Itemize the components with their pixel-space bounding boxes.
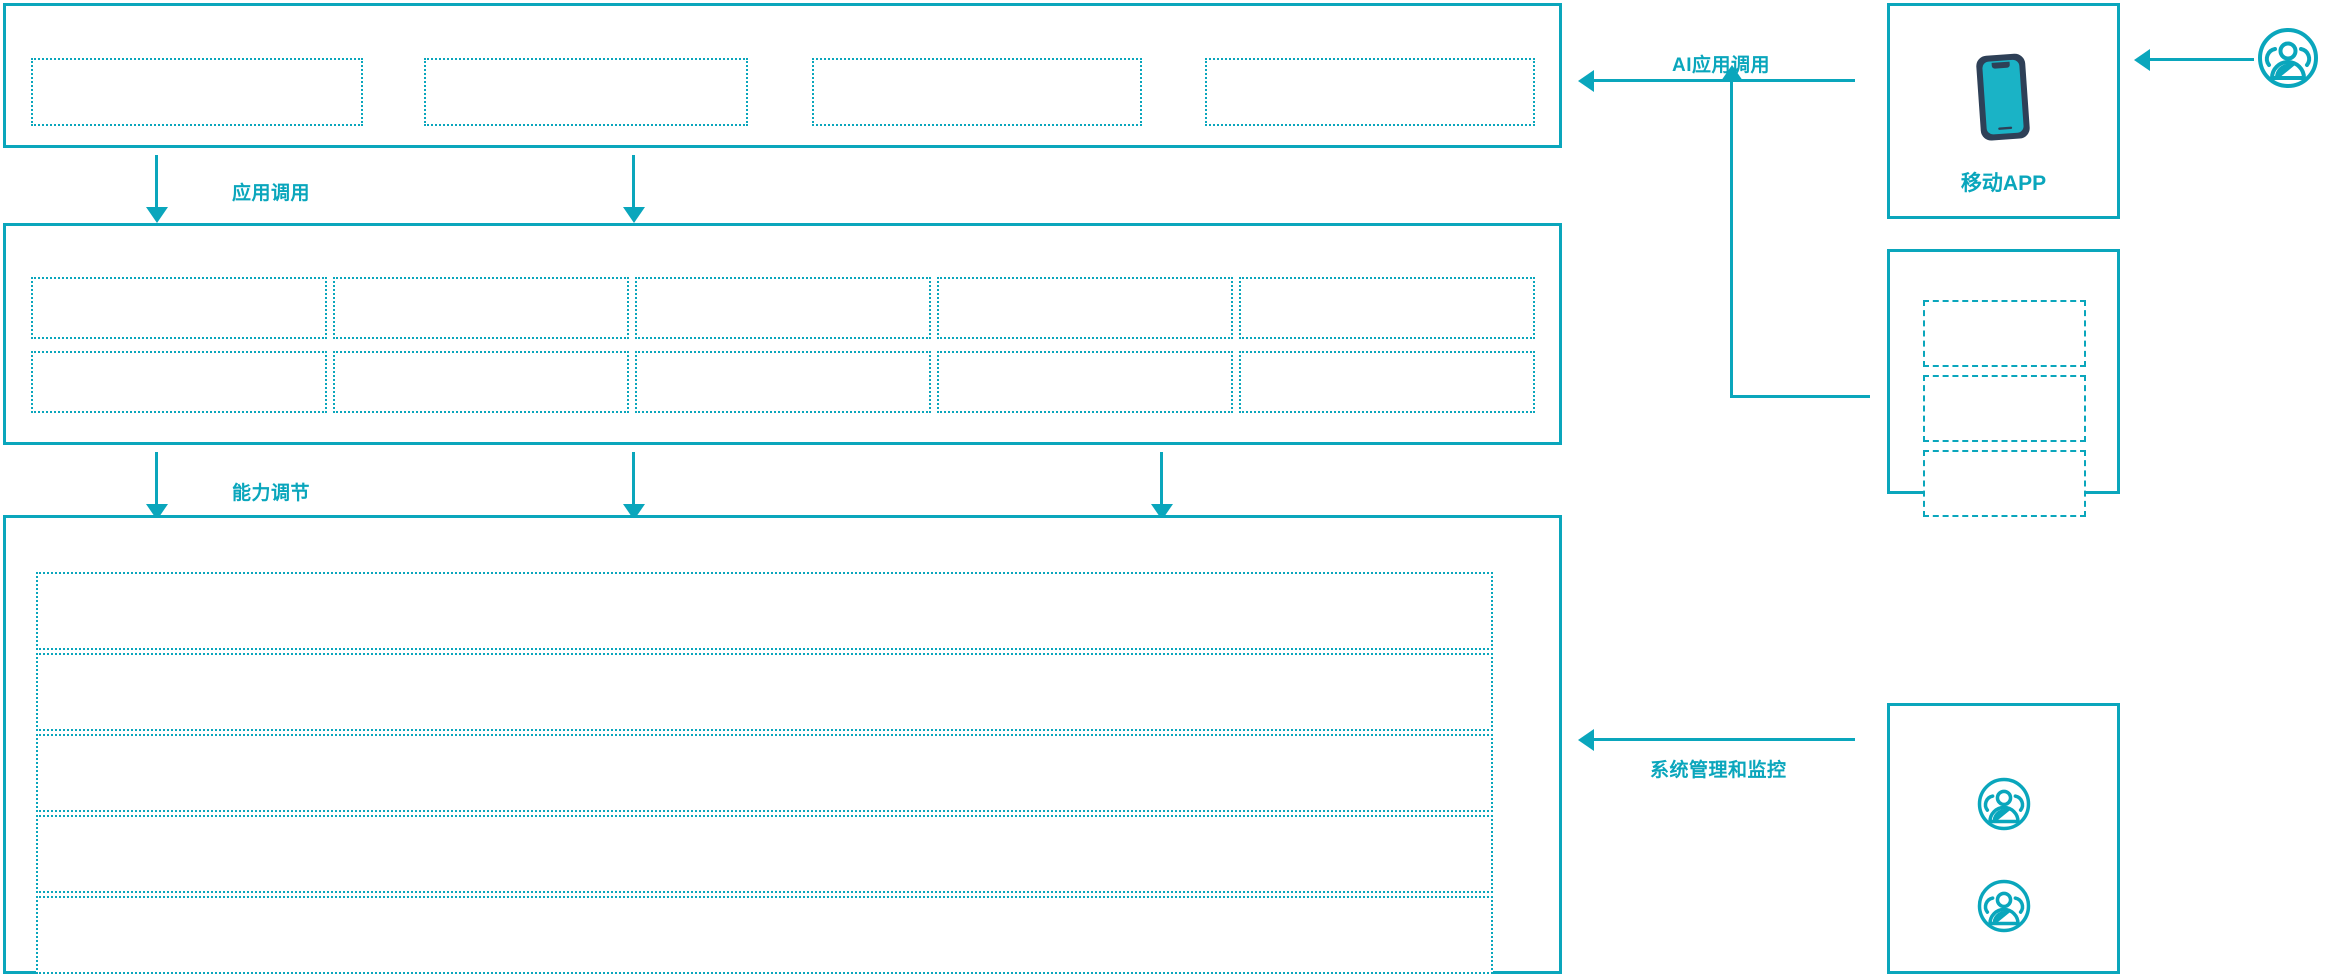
channel-list-box-2[interactable] bbox=[1923, 375, 2086, 442]
app-call-arrow-2 bbox=[632, 155, 635, 208]
capability-box-r1c3[interactable] bbox=[635, 277, 931, 339]
smartphone-icon bbox=[1974, 53, 2036, 141]
capability-adjust-label: 能力调节 bbox=[232, 483, 311, 504]
capability-box-r2c3[interactable] bbox=[635, 351, 931, 413]
capability-adjust-arrow-1 bbox=[155, 452, 158, 505]
application-layer-box-3[interactable] bbox=[812, 58, 1142, 126]
capability-box-r2c5[interactable] bbox=[1239, 351, 1535, 413]
app-call-label: 应用调用 bbox=[232, 183, 311, 204]
capability-box-r1c2[interactable] bbox=[333, 277, 629, 339]
platform-bar-3[interactable] bbox=[36, 734, 1493, 812]
capability-box-r2c4[interactable] bbox=[937, 351, 1233, 413]
capability-box-r1c4[interactable] bbox=[937, 277, 1233, 339]
user-group-icon-ops-1 bbox=[1976, 776, 2032, 832]
capability-box-r2c1[interactable] bbox=[31, 351, 327, 413]
application-layer-box-2[interactable] bbox=[424, 58, 748, 126]
ai-app-call-label: AI应用调用 bbox=[1672, 55, 1771, 76]
sys-mgmt-arrow bbox=[1593, 738, 1855, 741]
user-group-icon-end-user bbox=[2256, 26, 2320, 90]
platform-bar-2[interactable] bbox=[36, 653, 1493, 731]
platform-bar-1[interactable] bbox=[36, 572, 1493, 650]
sys-mgmt-label: 系统管理和监控 bbox=[1650, 760, 1787, 781]
channel-list-box-1[interactable] bbox=[1923, 300, 2086, 367]
ai-app-call-stub bbox=[1730, 395, 1870, 398]
platform-bar-4[interactable] bbox=[36, 815, 1493, 893]
capability-adjust-arrow-3 bbox=[1160, 452, 1163, 505]
capability-box-r1c5[interactable] bbox=[1239, 277, 1535, 339]
mobile-app-card-label: 移动APP bbox=[1960, 172, 2047, 195]
capability-box-r1c1[interactable] bbox=[31, 277, 327, 339]
application-layer-box-1[interactable] bbox=[31, 58, 363, 126]
channel-list-box-3[interactable] bbox=[1923, 450, 2086, 517]
capability-adjust-arrow-2 bbox=[632, 452, 635, 505]
platform-bar-5[interactable] bbox=[36, 896, 1493, 974]
end-user-to-mobile-arrow bbox=[2149, 58, 2254, 61]
application-layer-box-4[interactable] bbox=[1205, 58, 1535, 126]
ai-app-call-riser bbox=[1730, 80, 1733, 397]
capability-box-r2c2[interactable] bbox=[333, 351, 629, 413]
user-group-icon-ops-2 bbox=[1976, 878, 2032, 934]
app-call-arrow-1 bbox=[155, 155, 158, 208]
